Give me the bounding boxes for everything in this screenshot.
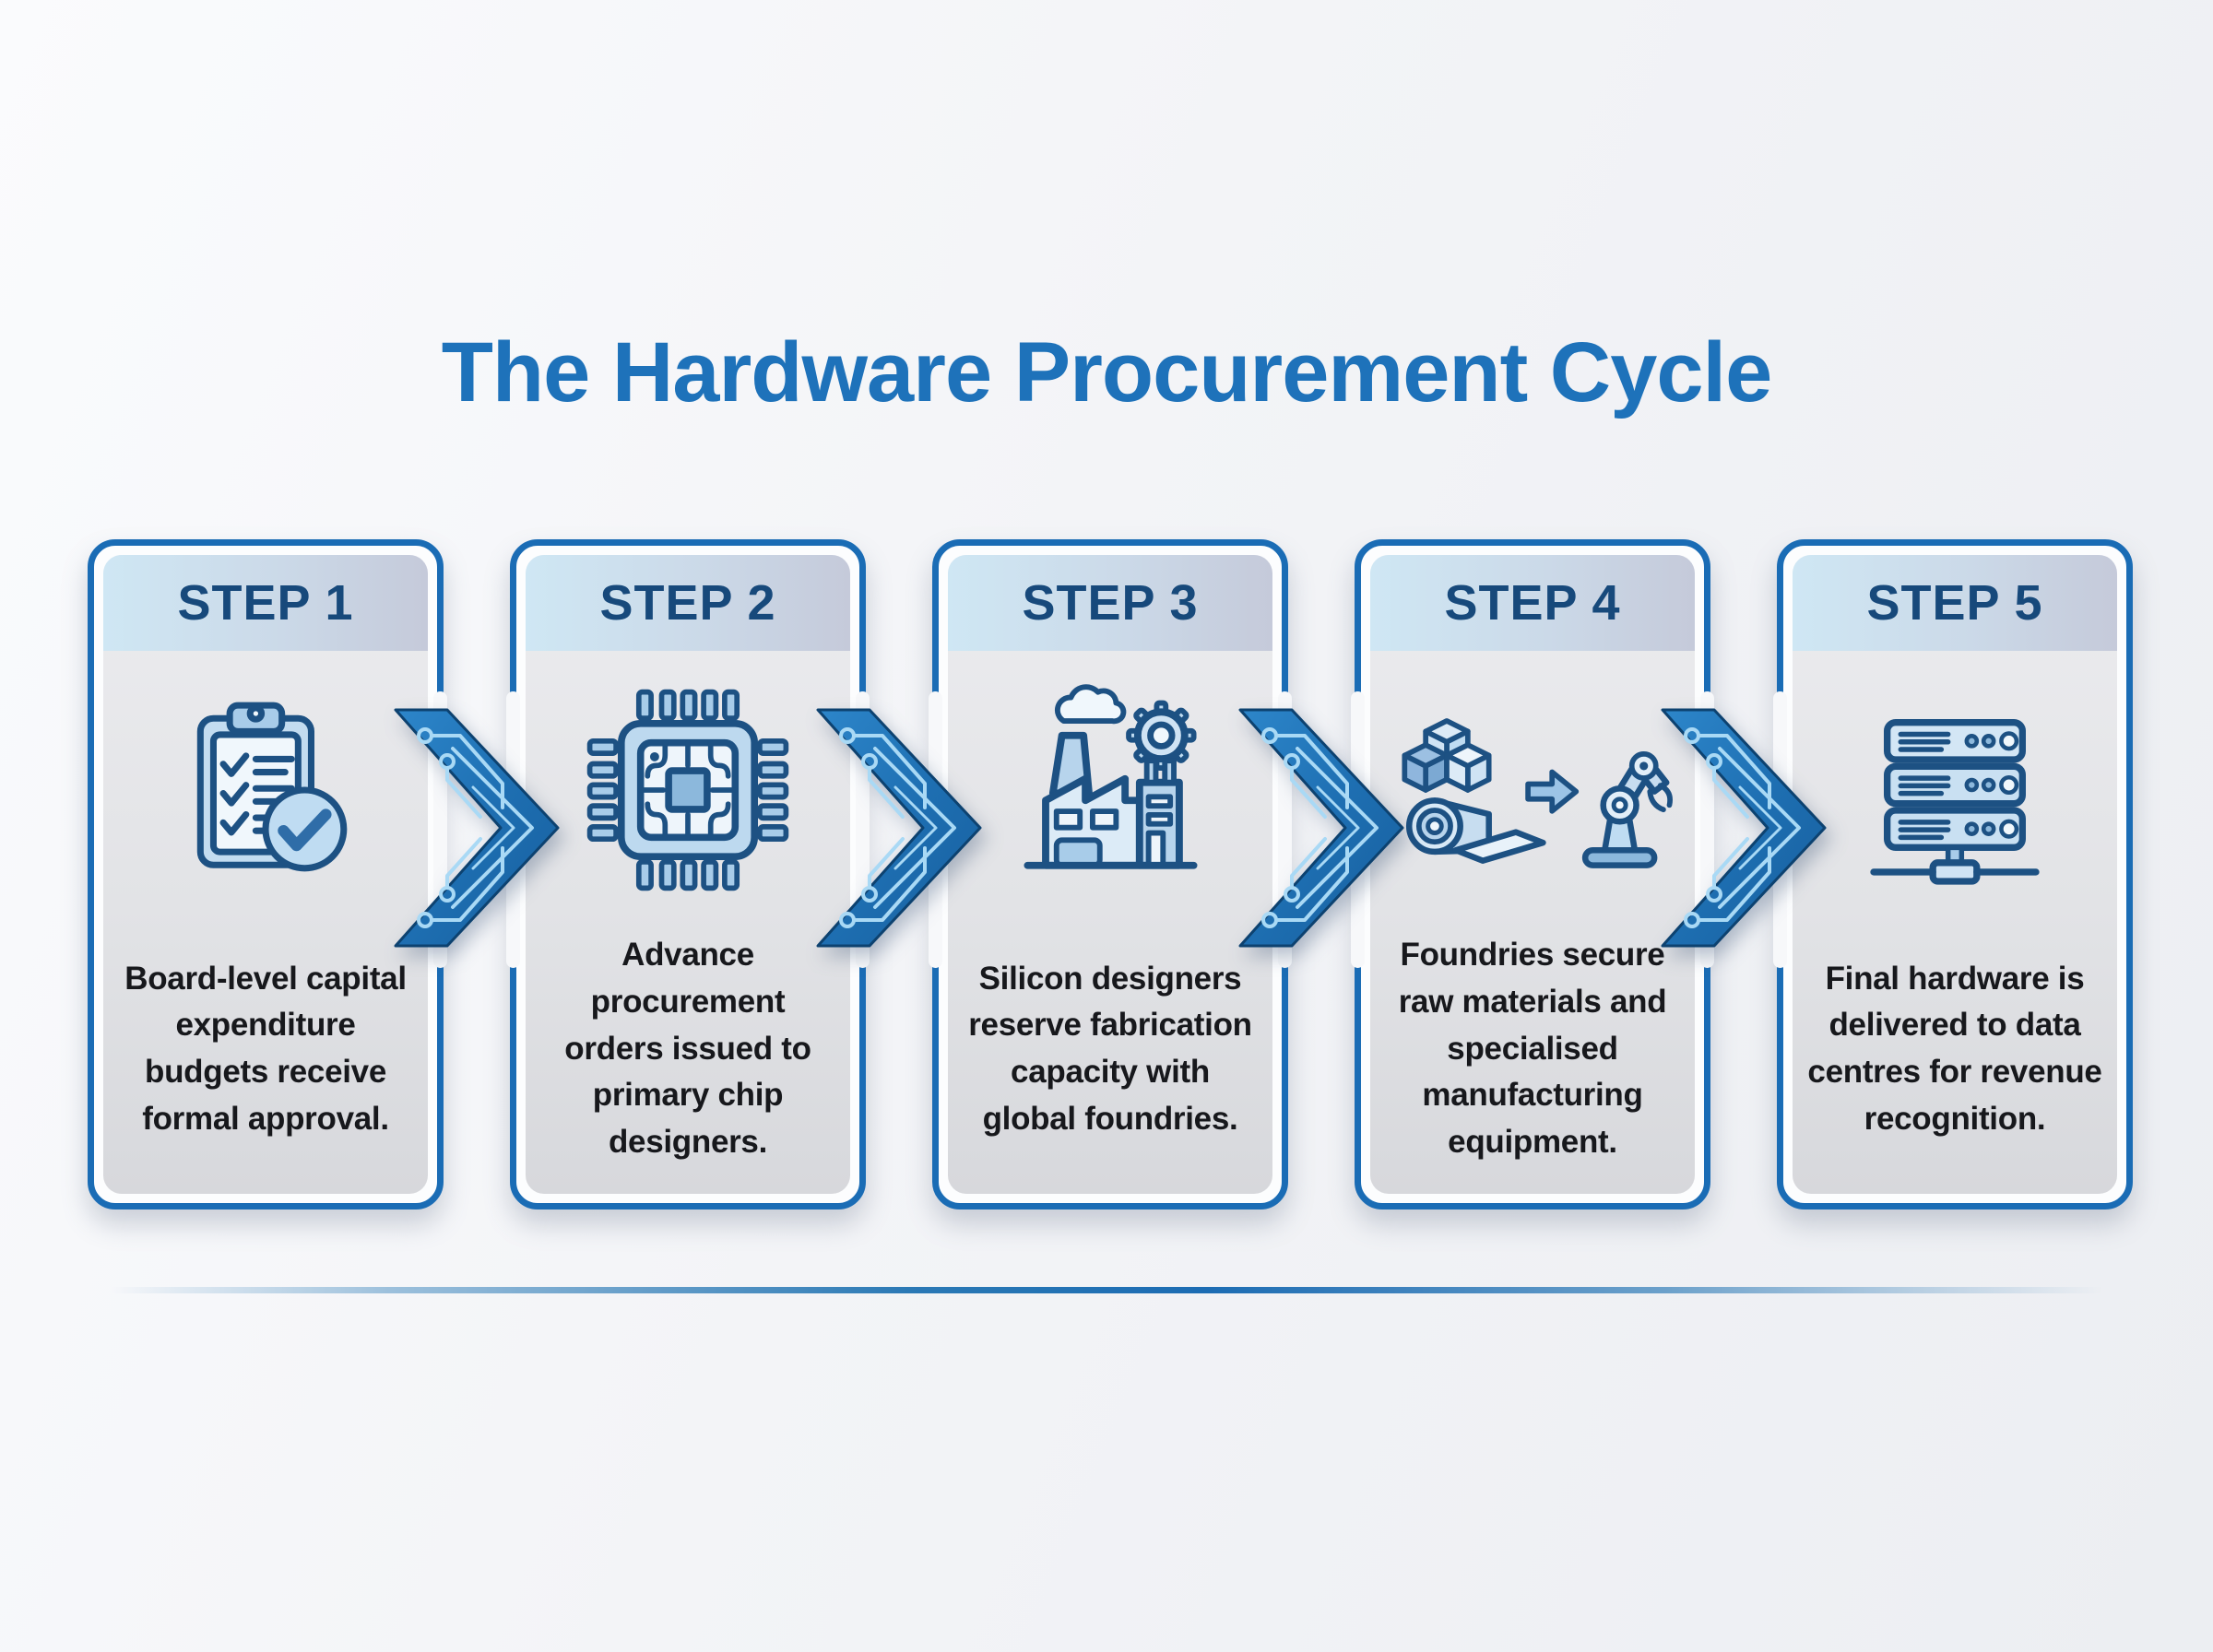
- step-card-5-header: STEP 5: [1793, 555, 2117, 651]
- step-5-label: STEP 5: [1866, 575, 2043, 631]
- step-2-description: Advance procurement orders issued to pri…: [564, 937, 811, 1161]
- step-1-label: STEP 1: [177, 575, 354, 631]
- factory-gear-icon: [948, 651, 1272, 928]
- step-card-4-header: STEP 4: [1370, 555, 1695, 651]
- step-5-description: Final hardware is delivered to data cent…: [1807, 960, 2102, 1137]
- step-card-4: STEP 4: [1355, 539, 1710, 1210]
- circuit-chevron-arrow-1: [394, 708, 560, 948]
- step-card-3: STEP 3: [932, 539, 1288, 1210]
- cpu-chip-icon: [526, 651, 850, 928]
- step-card-3-header: STEP 3: [948, 555, 1272, 651]
- step-card-2-body: STEP 2: [526, 555, 850, 1194]
- step-4-description: Foundries secure raw materials and speci…: [1398, 937, 1667, 1161]
- raw-materials-robot-arm-icon: [1370, 651, 1695, 928]
- step-card-5: STEP 5: [1777, 539, 2133, 1210]
- step-3-label: STEP 3: [1022, 575, 1199, 631]
- circuit-chevron-arrow-3: [1238, 708, 1404, 948]
- circuit-chevron-arrow-4: [1661, 708, 1827, 948]
- step-card-5-body: STEP 5: [1793, 555, 2117, 1194]
- step-card-2: STEP 2: [510, 539, 866, 1210]
- step-card-1: STEP 1: [88, 539, 444, 1210]
- step-4-label: STEP 4: [1444, 575, 1621, 631]
- step-card-3-body: STEP 3: [948, 555, 1272, 1194]
- step-1-description: Board-level capital expenditure budgets …: [124, 960, 407, 1137]
- circuit-chevron-arrow-2: [816, 708, 982, 948]
- server-rack-icon: [1793, 651, 2117, 928]
- step-card-4-body: STEP 4: [1370, 555, 1695, 1194]
- step-2-label: STEP 2: [599, 575, 776, 631]
- clipboard-checklist-icon: [103, 651, 428, 928]
- page-title: The Hardware Procurement Cycle: [441, 325, 1773, 419]
- step-card-1-header: STEP 1: [103, 555, 428, 651]
- step-card-1-body: STEP 1: [103, 555, 428, 1194]
- step-card-2-header: STEP 2: [526, 555, 850, 651]
- step-3-description: Silicon designers reserve fabrication ca…: [968, 960, 1252, 1137]
- bottom-divider-line: [111, 1287, 2102, 1293]
